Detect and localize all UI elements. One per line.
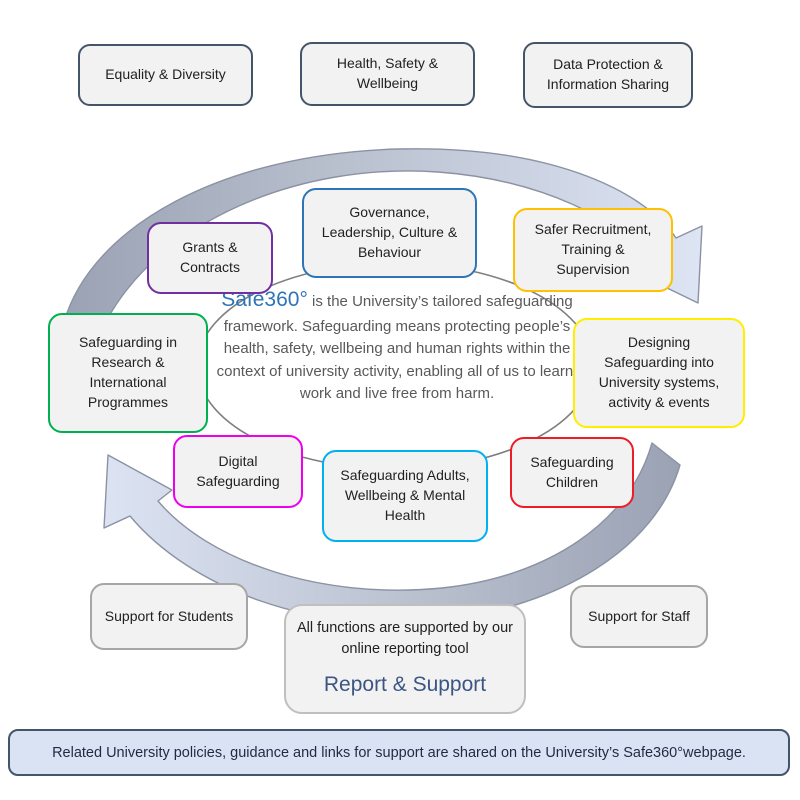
box-label: Data Protection & Information Sharing <box>546 56 670 92</box>
box-label: Safeguarding in Research & International… <box>78 334 178 410</box>
box-digital-safeguarding: Digital Safeguarding <box>173 435 303 508</box>
box-equality-diversity: Equality & Diversity <box>78 44 253 106</box>
box-grants-contracts: Grants & Contracts <box>147 222 273 294</box>
box-safeguarding-children: Safeguarding Children <box>510 437 634 508</box>
box-label: Grants & Contracts <box>180 239 240 275</box>
box-label: Equality & Diversity <box>105 66 226 83</box>
box-label: Health, Safety & Wellbeing <box>336 55 439 91</box>
bottom-cycle-arrow <box>103 442 681 624</box>
box-support-students: Support for Students <box>90 583 248 650</box>
box-report-support: All functions are supported by our onlin… <box>284 604 526 714</box>
box-data-protection: Data Protection & Information Sharing <box>523 42 693 108</box>
report-support-label: Report & Support <box>323 673 487 697</box>
banner-text: Related University policies, guidance an… <box>52 744 746 761</box>
box-safeguarding-research: Safeguarding in Research & International… <box>48 313 208 433</box>
box-label: Support for Students <box>104 607 234 624</box>
box-label: Digital Safeguarding <box>196 452 280 489</box>
box-label: Support for Staff <box>588 607 690 624</box>
box-label: Safeguarding Adults, Wellbeing & Mental … <box>340 467 470 523</box>
box-support-staff: Support for Staff <box>570 585 708 648</box>
report-box-text: All functions are supported by our onlin… <box>296 620 513 658</box>
box-label: Designing Safeguarding into University s… <box>598 334 720 410</box>
box-safer-recruitment: Safer Recruitment, Training & Supervisio… <box>513 208 673 292</box>
center-description: Safe360° is the University’s tailored sa… <box>203 284 591 406</box>
box-label: Safeguarding Children <box>530 453 614 490</box>
box-safeguarding-adults: Safeguarding Adults, Wellbeing & Mental … <box>322 450 488 542</box>
box-designing-safeguarding: Designing Safeguarding into University s… <box>573 318 745 428</box>
related-policies-banner: Related University policies, guidance an… <box>8 729 790 776</box>
top-cycle-arrow <box>63 148 703 323</box>
box-label: Safer Recruitment, Training & Supervisio… <box>534 221 652 277</box>
center-description-text: is the University’s tailored safeguardin… <box>216 293 578 402</box>
box-governance-leadership: Governance, Leadership, Culture & Behavi… <box>302 188 477 278</box>
box-label: Governance, Leadership, Culture & Behavi… <box>321 204 458 260</box>
box-health-safety-wellbeing: Health, Safety & Wellbeing <box>300 42 475 106</box>
